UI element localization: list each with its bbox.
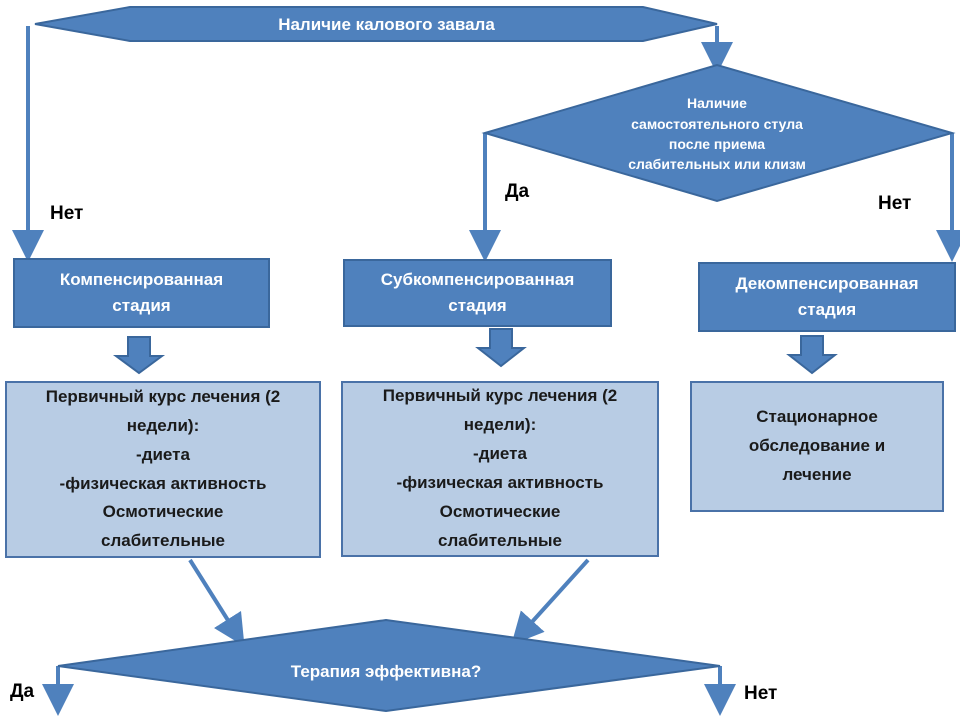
stage-subcompensated-label: Субкомпенсированная стадия <box>380 269 575 315</box>
stage-compensated: Компенсированная стадия <box>13 258 270 328</box>
treatment-compensated-line-2: недели): <box>126 415 200 435</box>
answer-middle-no: Нет <box>878 193 912 214</box>
stage-decompensated: Декомпенсированная стадия <box>698 262 956 332</box>
decision-top-shape <box>34 6 718 42</box>
stage-subcompensated: Субкомпенсированная стадия <box>343 259 612 327</box>
treatment-subcompensated: Первичный курс лечения (2 недели): -диет… <box>341 381 659 557</box>
stage-decompensated-label: Декомпенсированная стадия <box>735 273 919 319</box>
decision-middle-line-3: после приема <box>668 136 766 152</box>
stage-compensated-label: Компенсированная стадия <box>59 269 224 315</box>
decision-top-label: Наличие калового завала <box>278 14 495 34</box>
treatment-compensated-line-3: -диета <box>136 444 190 464</box>
treatment-compensated-line-5: Осмотические <box>102 502 224 522</box>
block-arrow-compensated <box>112 336 166 375</box>
decision-middle-shape <box>481 63 956 203</box>
answer-middle-yes: Да <box>505 181 530 202</box>
decision-bottom-label: Терапия эффективна? <box>290 661 482 681</box>
treatment-subcompensated-line-3: -диета <box>473 444 527 464</box>
treatment-decompensated-line-1: Стационарное <box>756 407 878 427</box>
decision-middle-label: Наличие самостоятельного стула после при… <box>590 90 844 178</box>
treatment-compensated-line-4: -физическая активность <box>59 473 267 493</box>
treatment-subcompensated-line-4: -физическая активность <box>396 473 604 492</box>
answer-bottom-no: Нет <box>744 683 778 704</box>
decision-middle-line-4: слабительных или клизм <box>628 156 806 173</box>
connector-bottom-right <box>511 558 590 645</box>
treatment-compensated-line-1: Первичный курс лечения (2 <box>45 386 281 406</box>
decision-middle-line-1: Наличие <box>687 95 747 112</box>
decision-middle-line-2: самостоятельного стула <box>631 115 803 132</box>
block-arrow-subcompensated <box>475 328 527 368</box>
treatment-subcompensated-line-1: Первичный курс лечения (2 <box>382 386 618 406</box>
block-arrow-decompensated <box>786 335 838 375</box>
treatment-subcompensated-line-5: Осмотические <box>439 501 561 521</box>
decision-bottom-shape <box>57 618 721 713</box>
treatment-subcompensated-line-2: недели): <box>463 415 537 435</box>
treatment-compensated-line-6: слабительные <box>101 531 225 551</box>
treatment-decompensated: Стационарное обследование и лечение <box>690 381 944 512</box>
answer-bottom-yes: Да <box>10 681 35 702</box>
answer-left-no: Нет <box>50 203 84 224</box>
treatment-subcompensated-line-6: слабительные <box>438 530 562 550</box>
treatment-decompensated-line-2: обследование и <box>748 436 886 456</box>
treatment-compensated: Первичный курс лечения (2 недели): -диет… <box>5 381 321 558</box>
connector-bottom-left <box>188 558 245 647</box>
treatment-decompensated-line-3: лечение <box>782 464 852 484</box>
